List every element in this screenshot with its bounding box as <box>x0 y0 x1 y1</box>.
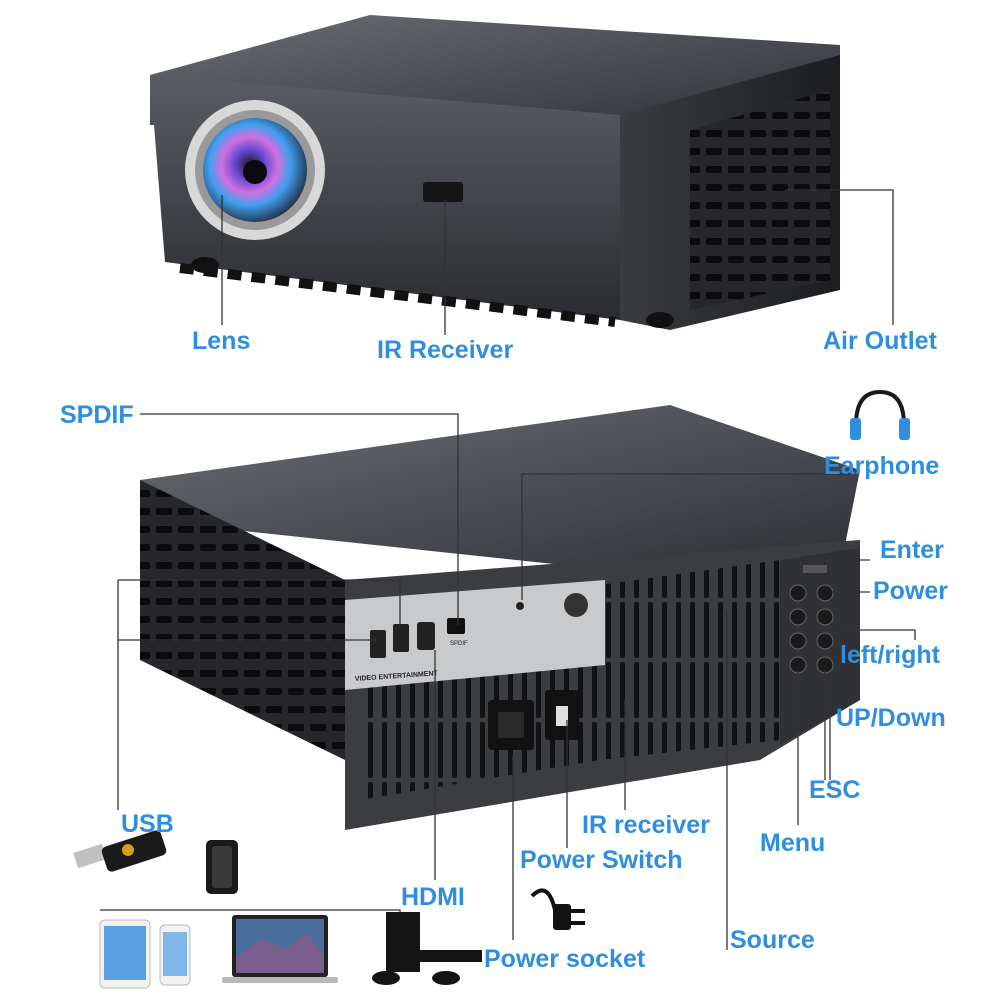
button-2 <box>816 608 834 626</box>
usb-port-1 <box>370 630 386 658</box>
button-menu <box>789 584 807 602</box>
label-ir-receiver-front: IR Receiver <box>377 336 514 364</box>
label-power-socket: Power socket <box>484 945 646 973</box>
label-hdmi: HDMI <box>401 883 465 911</box>
label-enter: Enter <box>880 536 944 564</box>
front-projector-view <box>150 15 840 330</box>
rear-ir-window <box>564 593 588 617</box>
label-left-right: left/right <box>840 641 940 669</box>
power-plug-icon <box>530 888 585 930</box>
usb-port-2 <box>393 624 409 652</box>
label-esc: ESC <box>809 776 861 804</box>
io-panel <box>345 580 605 690</box>
external-hdd-icon <box>206 840 238 894</box>
label-power-switch: Power Switch <box>520 846 683 874</box>
game-console-icon <box>372 912 482 985</box>
label-lens: Lens <box>192 327 251 355</box>
ir-window <box>423 182 463 202</box>
phone-icon <box>159 924 191 986</box>
label-usb: USB <box>121 810 174 838</box>
spdif-port-label: SPDIF <box>450 641 468 647</box>
label-earphone: Earphone <box>824 452 940 480</box>
button-power <box>816 584 834 602</box>
label-source: Source <box>730 926 815 954</box>
laptop-icon <box>222 915 338 983</box>
leader-lines <box>100 189 916 950</box>
label-ir-receiver-rear: IR receiver <box>582 811 710 839</box>
tablet-icon <box>99 919 151 989</box>
hdmi-port <box>417 622 435 650</box>
spdif-port <box>447 618 465 634</box>
usb-flash-drive-icon <box>73 830 167 872</box>
label-spdif: SPDIF <box>60 401 134 429</box>
button-3 <box>789 632 807 650</box>
label-power: Power <box>873 577 949 605</box>
rear-projector-view: VIDEO ENTERTAINMENT SPDIF <box>140 405 860 830</box>
label-air-outlet: Air Outlet <box>823 327 937 355</box>
earphone-jack <box>516 602 524 610</box>
headphones-icon <box>850 389 910 440</box>
label-up-down: UP/Down <box>836 704 946 732</box>
button-1 <box>789 608 807 626</box>
button-4 <box>816 632 834 650</box>
label-menu: Menu <box>760 829 826 857</box>
